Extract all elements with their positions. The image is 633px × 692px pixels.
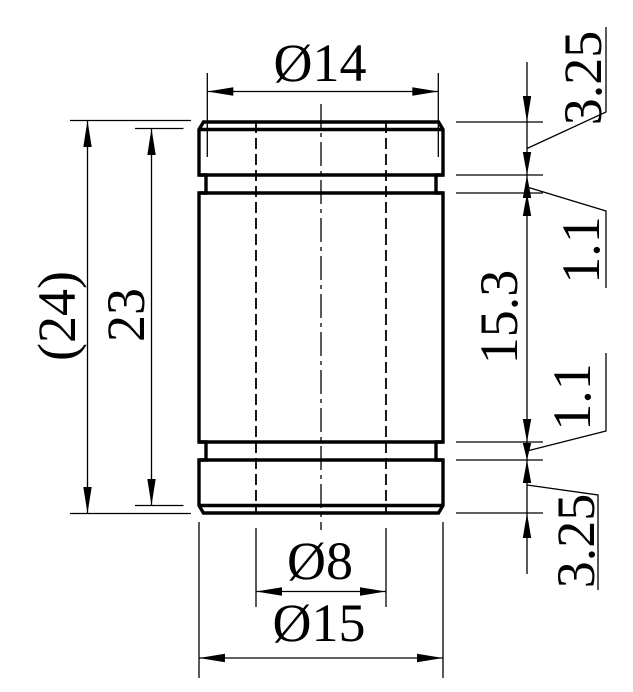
arrow-midsection-top (522, 193, 532, 216)
arrow-dia8-right (360, 587, 386, 596)
arrow-groove2-bottom-down (522, 443, 532, 460)
arrow-topband-upper (522, 96, 532, 122)
label-top-band: 3.25 (553, 31, 613, 126)
leader-top-groove (526, 186, 607, 288)
label-overall-length: (24) (27, 271, 87, 361)
arrow-overall-bottom (83, 487, 92, 514)
arrow-23-bottom (147, 479, 156, 506)
arrow-dia14-left (207, 87, 234, 96)
arrow-midsection-bottom (522, 419, 532, 442)
arrow-dia14-right (412, 87, 439, 96)
label-top-groove: 1.1 (551, 216, 611, 284)
arrow-bottomband-upper (522, 460, 532, 483)
arrow-dia15-left (199, 653, 225, 663)
leader-bottom-band (526, 484, 599, 590)
label-outer-diameter: Ø15 (273, 593, 366, 653)
label-bore-diameter: Ø8 (287, 531, 353, 591)
arrow-bottomband-lower (522, 513, 532, 538)
part-outline-group (197, 120, 445, 515)
label-bottom-groove: 1.1 (542, 363, 602, 431)
leader-top-band (526, 27, 607, 150)
label-between-grooves: 15.3 (469, 270, 529, 365)
label-groove-diameter: Ø14 (274, 33, 367, 93)
arrow-dia8-left (256, 587, 282, 596)
arrow-topband-lower (522, 175, 532, 198)
arrow-23-top (147, 128, 156, 155)
label-chamfer-length: 23 (96, 288, 156, 342)
label-bottom-band: 3.25 (546, 494, 606, 589)
arrow-overall-top (83, 120, 92, 147)
arrow-groove1-top-down (522, 152, 532, 175)
leader-bottom-groove (526, 353, 607, 452)
dimension-labels-group: Ø14 (24) 23 3.25 1.1 15.3 1.1 3.25 Ø8 Ø1… (27, 31, 613, 653)
arrowheads-group (83, 87, 532, 663)
arrow-dia15-right (417, 653, 443, 663)
